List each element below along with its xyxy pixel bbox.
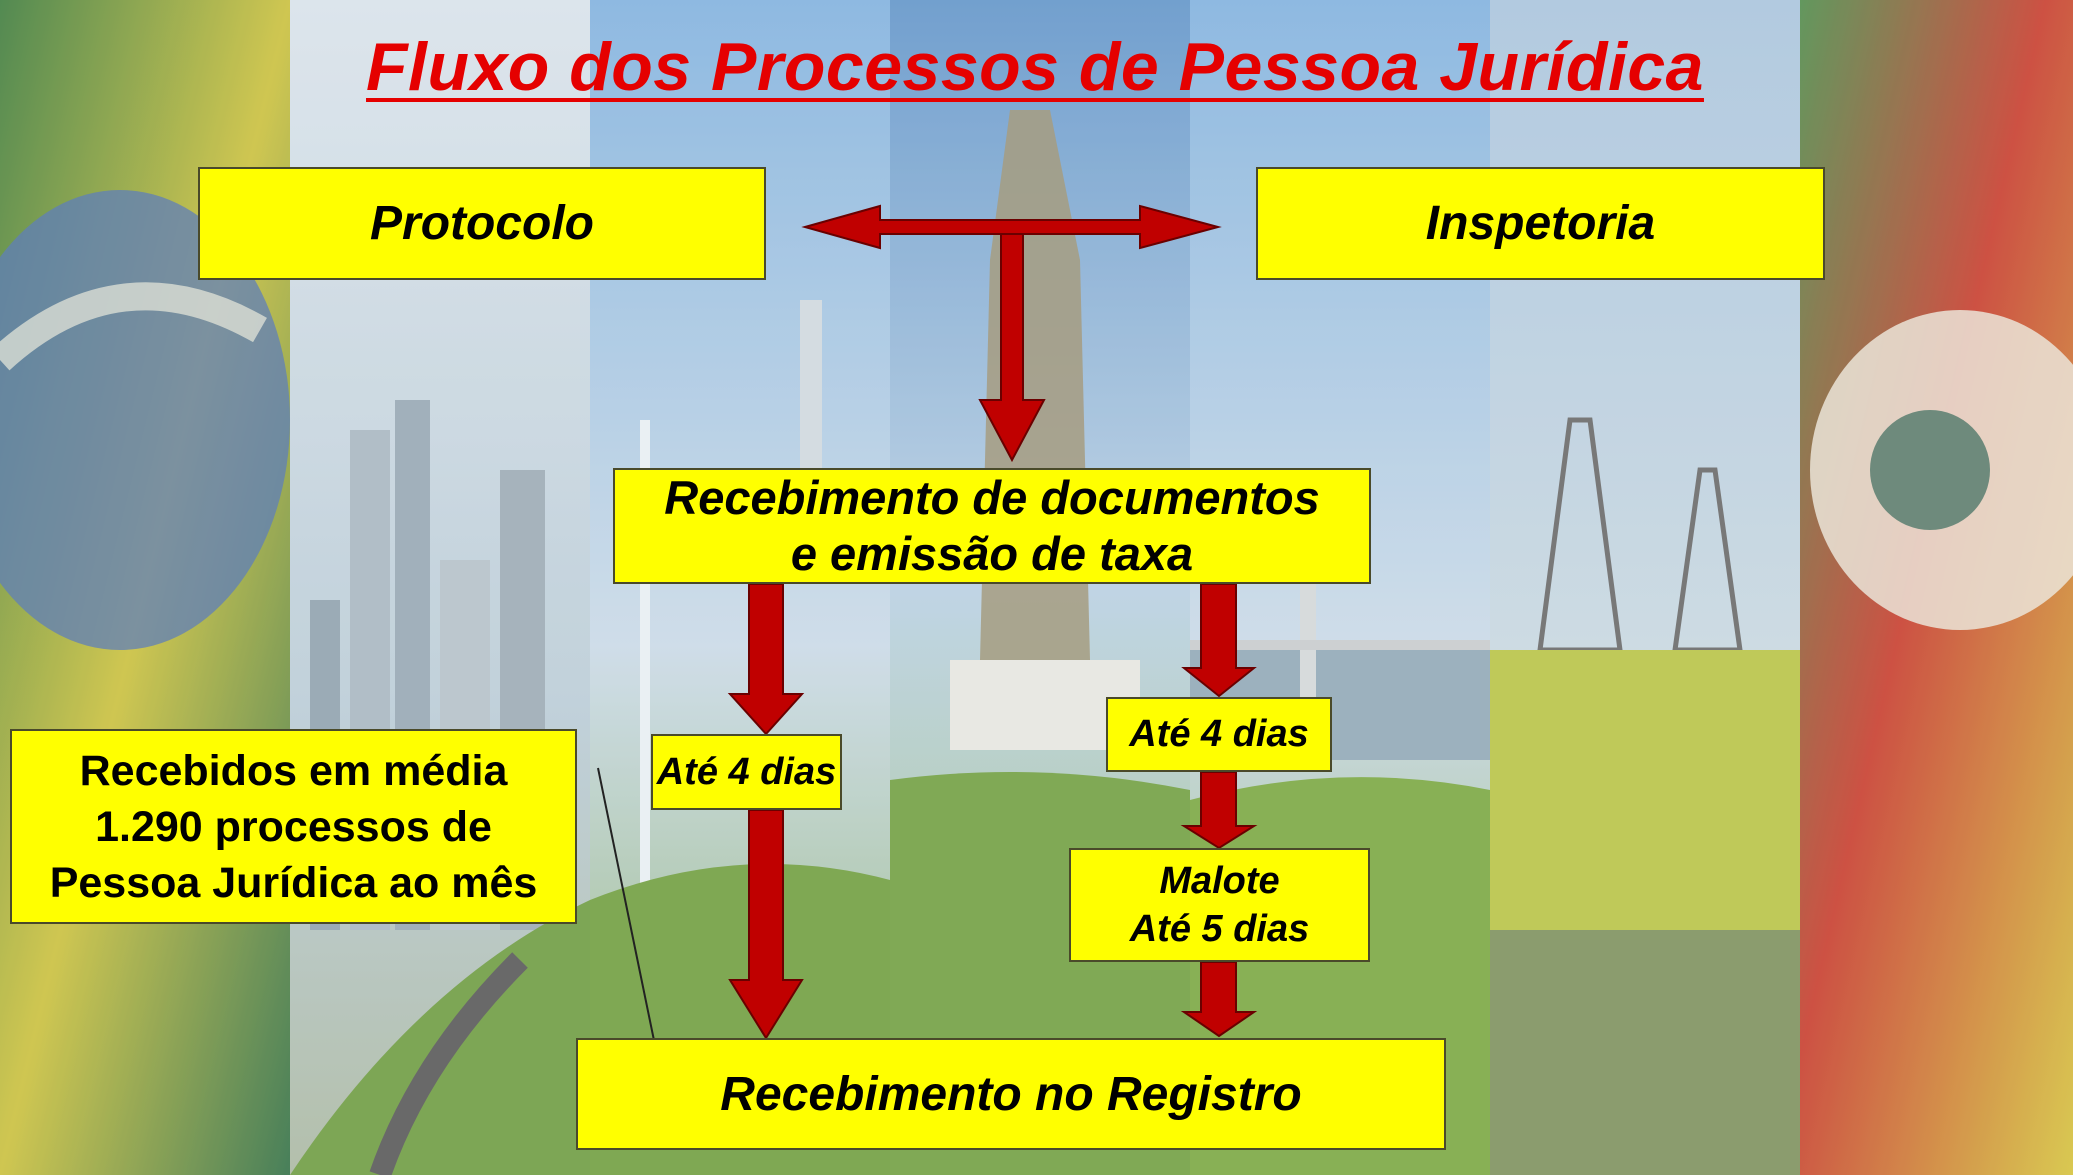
arrow-down-top [978,233,1046,463]
ate4-right-box: Até 4 dias [1106,697,1332,772]
malote-line1: Malote [1159,860,1280,902]
page-title: Fluxo dos Processos de Pessoa Jurídica [366,29,1704,105]
recebimento-docs-box: Recebimento de documentos e emissão de t… [613,468,1371,584]
inspetoria-box: Inspetoria [1256,167,1825,280]
ate4-left-box: Até 4 dias [651,734,842,810]
inspetoria-label: Inspetoria [1425,197,1656,250]
arrow-down-left-2 [728,809,804,1040]
ate4-right-label: Até 4 dias [1129,713,1309,755]
arrow-down-right-3 [1180,961,1258,1038]
registro-box: Recebimento no Registro [576,1038,1446,1150]
arrow-down-right-1 [1181,583,1257,698]
malote-line2: Até 5 dias [1129,908,1310,950]
recebimento-docs-line1: Recebimento de documentos [664,471,1320,524]
stats-line3: Pessoa Jurídica ao mês [49,858,538,907]
protocolo-box: Protocolo [198,167,766,280]
arrow-down-left-1 [727,583,805,736]
protocolo-label: Protocolo [370,197,594,250]
malote-box: Malote Até 5 dias [1069,848,1370,962]
registro-label: Recebimento no Registro [720,1067,1302,1121]
callout-line [597,767,658,1056]
arrow-down-right-2 [1180,771,1258,850]
double-arrow [801,204,1222,250]
recebimento-docs-line2: e emissão de taxa [790,527,1194,580]
stats-line2: 1.290 processos de [95,802,492,851]
ate4-left-label: Até 4 dias [656,750,837,793]
stats-line1: Recebidos em média [79,746,508,795]
stats-box: Recebidos em média 1.290 processos de Pe… [10,729,577,924]
